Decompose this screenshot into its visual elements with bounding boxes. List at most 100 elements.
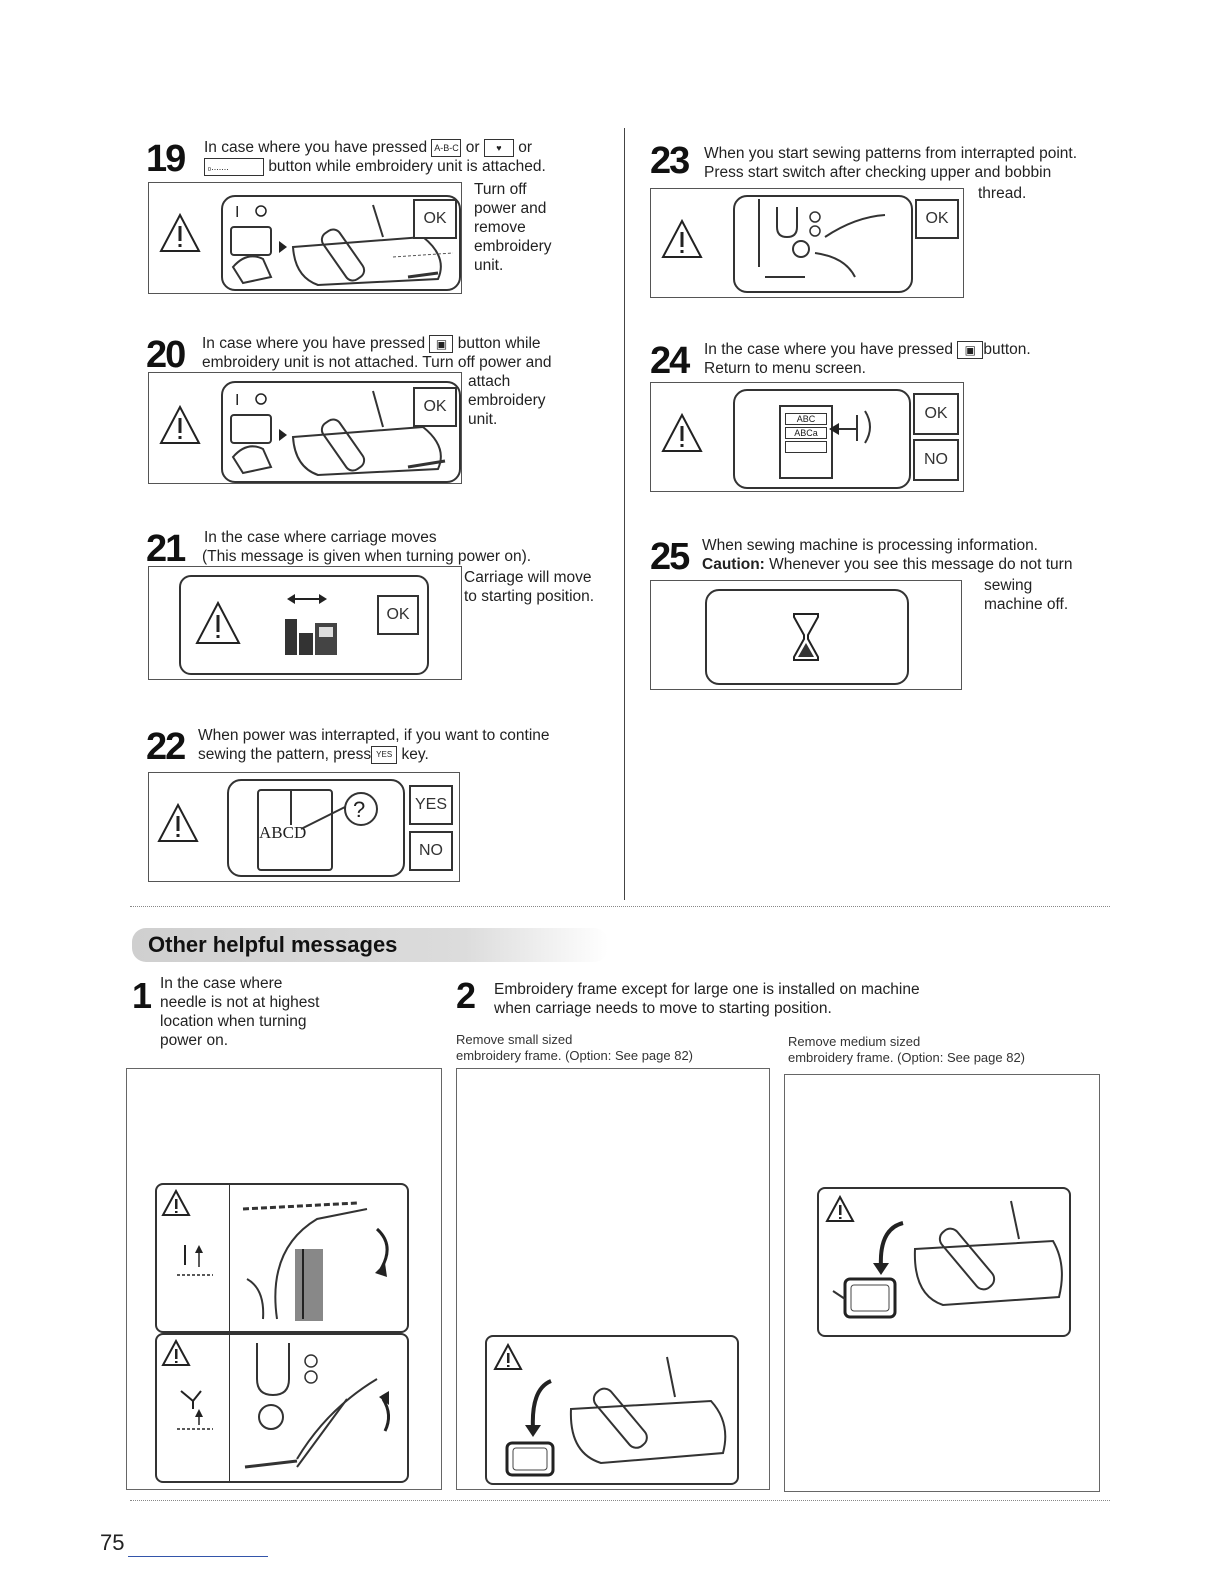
message-23-line2: Press start switch after checking upper … <box>704 164 1052 181</box>
message-20-number: 20 <box>146 334 186 376</box>
question-icon: ? <box>290 791 378 830</box>
text-line: power on. <box>160 1032 229 1049</box>
message-21-line2: (This message is given when turning powe… <box>202 548 532 565</box>
other-2-number: 2 <box>456 975 476 1016</box>
caution-text: Whenever you see this message do not tur… <box>769 556 1073 573</box>
left-frame-caption: Remove small sized embroidery frame. (Op… <box>456 1032 776 1064</box>
side-line: unit. <box>468 411 498 428</box>
side-line: machine off. <box>984 596 1069 613</box>
warning-icon <box>159 405 201 444</box>
warning-icon <box>195 601 241 644</box>
other-2-text: Embroidery frame except for large one is… <box>494 980 1094 1018</box>
start-switch-icon <box>758 199 886 278</box>
embroidery-key-icon: ▣ <box>957 340 984 359</box>
other-1-number: 1 <box>132 975 152 1016</box>
message-24-number: 24 <box>650 340 690 382</box>
message-24-illustration: ABC ABCa <box>733 389 911 489</box>
message-19-panel: I OK <box>148 182 462 294</box>
message-20-line1b: button while <box>457 335 541 352</box>
message-19-line1: In case where you have pressed <box>204 139 428 156</box>
warning-icon <box>159 213 201 252</box>
message-21-number: 21 <box>146 528 186 570</box>
no-button[interactable]: NO <box>409 831 453 871</box>
medium-frame-screen <box>784 1074 1100 1492</box>
column-divider <box>624 128 625 900</box>
message-20-text: In case where you have pressed ▣ button … <box>202 334 612 372</box>
menu-item-blank <box>785 441 827 453</box>
warning-icon <box>661 413 703 452</box>
remove-small-frame-icon <box>505 1356 727 1477</box>
ok-button[interactable]: OK <box>377 595 419 635</box>
menu-item-abca: ABCa <box>785 427 827 439</box>
message-22-line2: sewing the pattern, press <box>198 746 372 763</box>
message-22-illustration: ABCD ? <box>227 779 405 877</box>
warning-icon <box>661 219 703 258</box>
right-frame-caption: Remove medium sized embroidery frame. (O… <box>788 1034 1108 1066</box>
message-19-line2: button while embroidery unit is attached… <box>268 158 546 175</box>
ok-button[interactable]: OK <box>915 199 959 239</box>
message-25-side-text: sewing machine off. <box>984 576 1104 614</box>
message-19-side-text: Turn off power and remove embroidery uni… <box>474 180 594 275</box>
footer-rule <box>128 1556 268 1557</box>
abcd-label: ABCD <box>259 823 307 842</box>
menu-item-abc: ABC <box>785 413 827 425</box>
no-button[interactable]: NO <box>913 439 959 481</box>
caution-label: Caution: <box>702 556 765 573</box>
warning-icon <box>161 1339 191 1366</box>
message-25-number: 25 <box>650 536 690 578</box>
message-24-panel: ABC ABCa OK NO <box>650 382 964 492</box>
presser-lever-illustration-icon <box>244 1343 390 1469</box>
remove-medium-frame-icon <box>832 1200 1063 1319</box>
ok-button[interactable]: OK <box>413 199 457 239</box>
svg-text:I: I <box>235 392 239 409</box>
machine-illustration-icon: I <box>230 204 454 287</box>
presser-foot-up-icon <box>177 1390 213 1430</box>
svg-text:?: ? <box>353 797 365 822</box>
side-line: to starting position. <box>464 588 595 605</box>
message-21-illustration: OK <box>179 575 429 675</box>
message-20-side-text: attach embroidery unit. <box>468 372 588 429</box>
text-line: In the case where <box>160 975 283 992</box>
needle-illustration-icon <box>242 1201 389 1321</box>
yes-button[interactable]: YES <box>409 785 453 825</box>
other-1-screen <box>126 1068 442 1490</box>
message-23-number: 23 <box>650 140 690 182</box>
caption-line: Remove small sized <box>456 1032 573 1047</box>
warning-icon <box>161 1189 191 1216</box>
message-25-illustration <box>705 589 909 685</box>
yes-key-icon: YES <box>371 745 398 764</box>
text-line: location when turning <box>160 1013 307 1030</box>
message-21-line1: In the case where carriage moves <box>204 529 437 546</box>
message-25-text: When sewing machine is processing inform… <box>702 536 1122 574</box>
other-1-text: In the case where needle is not at highe… <box>160 974 380 1050</box>
message-23-panel: OK <box>650 188 964 298</box>
text-line: needle is not at highest <box>160 994 320 1011</box>
message-24-line2: Return to menu screen. <box>704 360 866 377</box>
caption-line: embroidery frame. (Option: See page 82) <box>456 1048 694 1063</box>
small-frame-screen <box>456 1068 770 1490</box>
page-number: 75 <box>100 1530 125 1555</box>
panel-divider <box>229 1335 230 1481</box>
panel-divider <box>229 1185 230 1331</box>
message-23-line1: When you start sewing patterns from inte… <box>704 145 1078 162</box>
message-19-number: 19 <box>146 138 186 180</box>
small-frame-panel <box>485 1335 739 1485</box>
abc-key-icon: A-B-C <box>431 138 462 157</box>
section-title: Other helpful messages <box>132 928 608 962</box>
machine-illustration-icon: I <box>230 390 446 477</box>
medium-frame-panel <box>817 1187 1071 1337</box>
message-21-text: In the case where carriage moves (This m… <box>202 528 612 566</box>
side-line: embroidery <box>468 392 546 409</box>
message-23-illustration <box>733 195 913 293</box>
bottom-divider <box>130 1500 1110 1501</box>
warning-icon <box>493 1343 523 1370</box>
message-22-text: When power was interrapted, if you want … <box>198 726 618 764</box>
ok-button[interactable]: OK <box>413 387 457 427</box>
message-20-panel: I OK <box>148 372 462 484</box>
message-22-key: key. <box>401 746 429 763</box>
caption-line: Remove medium sized <box>788 1034 921 1049</box>
embroidery-key-icon: ▣ <box>429 334 454 353</box>
side-line: Turn off <box>474 181 527 198</box>
needle-up-icon <box>177 1245 213 1276</box>
ok-button[interactable]: OK <box>913 393 959 435</box>
